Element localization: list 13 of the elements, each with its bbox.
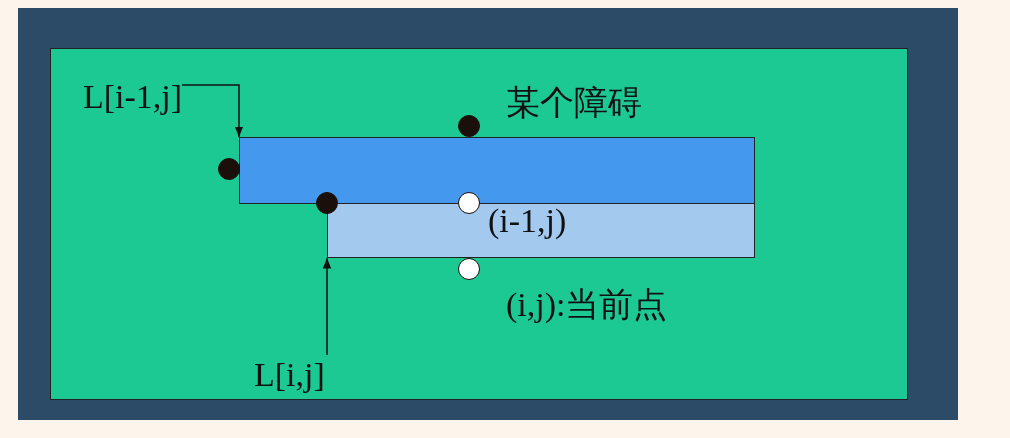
arrow xyxy=(322,257,332,356)
current-bar xyxy=(327,203,755,258)
variable-label: L[i,j] xyxy=(254,355,325,395)
panel xyxy=(50,48,908,400)
obstacle-label: 某个障碍 xyxy=(506,83,642,123)
point-label: (i,j):当前点 xyxy=(506,285,668,325)
filled-dot xyxy=(458,115,480,137)
obstacle-bar xyxy=(239,137,755,204)
filled-dot xyxy=(218,158,240,180)
point-label: (i-1,j) xyxy=(488,201,567,241)
arrow xyxy=(181,84,244,138)
hollow-dot xyxy=(458,258,480,280)
variable-label: L[i-1,j] xyxy=(83,77,183,117)
